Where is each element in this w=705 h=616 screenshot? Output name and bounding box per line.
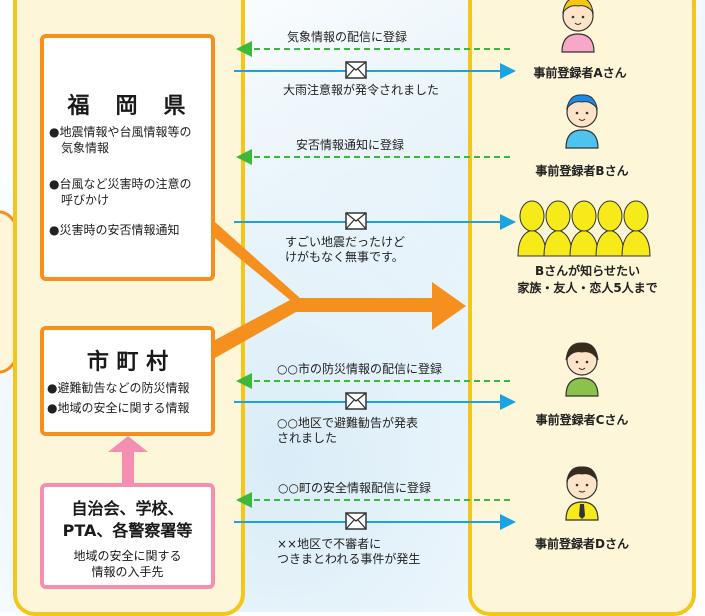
send-a-label: 大雨注意報が発令されました (283, 83, 440, 97)
user-d-label: 事前登録者Dさん (535, 537, 629, 551)
person-icon (565, 466, 599, 521)
send-c-label-line2: されました (277, 431, 338, 445)
prefecture-item-safety: ●災害時の安否情報通知 (49, 222, 179, 238)
municipality-name: 市 町 村 (86, 350, 169, 375)
register-b-label: 安否情報通知に登録 (296, 138, 405, 152)
send-b-label-line1: すごい地震だったけど (285, 235, 406, 249)
send-c-label-line1: ○○地区で避難勧告が発表 (277, 416, 418, 430)
prefecture-item-safety-line1: ●災害時の安否情報通知 (49, 223, 180, 237)
prefecture-item-typhoon-line2: 呼びかけ (49, 193, 110, 207)
send-d-label-line2: つきまとわれる事件が発生 (277, 552, 421, 566)
municipality-item-safety: ●地域の安全に関する情報 (47, 401, 190, 415)
user-b-label: 事前登録者Bさん (535, 164, 629, 178)
send-d-label-line1: ××地区で不審者に (277, 537, 382, 551)
municipality-box: 市 町 村 ●避難勧告などの防災情報 ●地域の安全に関する情報 (40, 326, 215, 436)
municipality-item-evacuation: ●避難勧告などの防災情報 (47, 381, 190, 395)
register-d-label: ○○町の安全情報配信に登録 (278, 481, 431, 495)
prefecture-item-typhoon: ●台風など災害時の注意の 呼びかけ (49, 176, 191, 208)
community-desc-line1: 地域の安全に関する (73, 549, 182, 563)
person-icon (561, 0, 595, 53)
envelope-icon (345, 512, 367, 530)
family-label-line2: 家族・友人・恋人5人まで (517, 281, 658, 295)
envelope-icon (345, 392, 367, 410)
envelope-icon (345, 212, 367, 230)
prefecture-item-weather-line2: 気象情報 (49, 141, 110, 155)
community-name-line1: 自治会、学校、 (71, 499, 184, 518)
send-b-label-line2: けがもなく無事です。 (285, 250, 404, 264)
envelope-icon (345, 61, 367, 79)
prefecture-item-weather: ●地震情報や台風情報等の 気象情報 (49, 124, 191, 156)
community-box: 自治会、学校、 PTA、各警察署等 地域の安全に関する 情報の入手先 (40, 483, 215, 589)
community-to-municipality-arrow (108, 436, 148, 483)
person-icon (565, 342, 599, 397)
prefecture-item-weather-line1: ●地震情報や台風情報等の (49, 125, 192, 139)
community-desc-line2: 情報の入手先 (91, 565, 164, 579)
person-icon (565, 94, 599, 149)
prefecture-box: 福 岡 県 ●地震情報や台風情報等の 気象情報 ●台風など災害時の注意の 呼びか… (40, 34, 215, 281)
register-c-label: ○○市の防災情報の配信に登録 (277, 362, 442, 376)
family-group-icon (517, 200, 651, 257)
register-a-label: 気象情報の配信に登録 (287, 30, 408, 44)
community-name-line2: PTA、各警察署等 (62, 521, 193, 540)
user-a-label: 事前登録者Aさん (533, 66, 627, 80)
prefecture-item-typhoon-line1: ●台風など災害時の注意の (49, 177, 192, 191)
family-label-line1: Bさんが知らせたい (535, 264, 640, 278)
user-c-label: 事前登録者Cさん (535, 413, 629, 427)
prefecture-name: 福 岡 県 (67, 94, 188, 119)
